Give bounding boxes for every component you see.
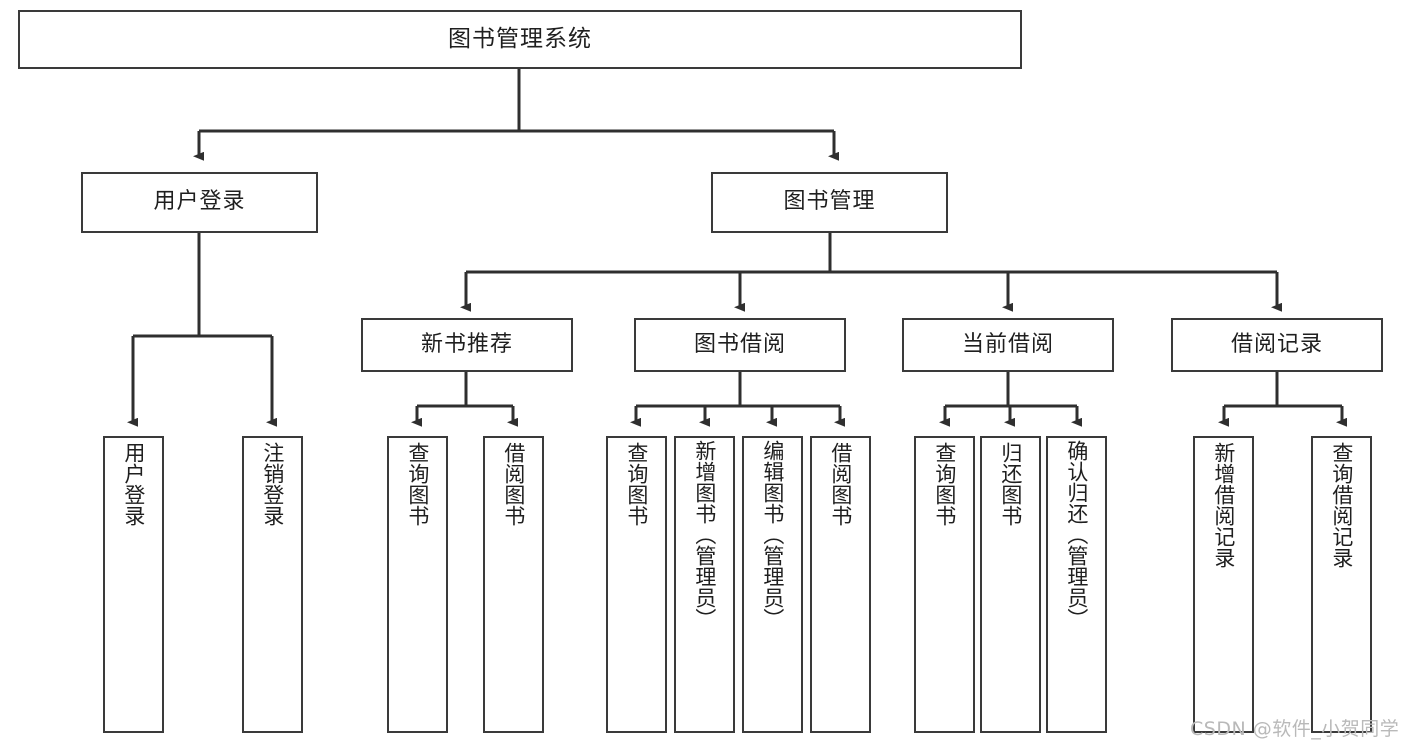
- csdn-watermark: CSDN @软件_小贺同学: [1190, 718, 1400, 740]
- node-new-book-recommend[interactable]: 新书推荐: [361, 318, 573, 372]
- node-label: 图书管理系统: [448, 26, 592, 53]
- node-label: 借阅图书: [828, 442, 853, 526]
- node-label: 确认归还（管理员）: [1064, 440, 1089, 629]
- leaf-current-borrow-3[interactable]: 确认归还（管理员）: [1046, 436, 1107, 733]
- node-user-login[interactable]: 用户登录: [81, 172, 318, 233]
- node-borrow-record[interactable]: 借阅记录: [1171, 318, 1383, 372]
- node-label: 新增借阅记录: [1211, 442, 1236, 568]
- leaf-new-book-recommend-2[interactable]: 借阅图书: [483, 436, 544, 733]
- leaf-borrow-record-1[interactable]: 新增借阅记录: [1193, 436, 1254, 733]
- node-book-management[interactable]: 图书管理: [711, 172, 948, 233]
- node-label: 查询图书: [624, 442, 649, 526]
- node-book-borrow[interactable]: 图书借阅: [634, 318, 846, 372]
- node-label: 归还图书: [998, 442, 1023, 526]
- leaf-book-borrow-1[interactable]: 查询图书: [606, 436, 667, 733]
- node-label: 查询图书: [932, 442, 957, 526]
- leaf-book-borrow-4[interactable]: 借阅图书: [810, 436, 871, 733]
- leaf-current-borrow-2[interactable]: 归还图书: [980, 436, 1041, 733]
- leaf-user-login-2[interactable]: 注销登录: [242, 436, 303, 733]
- node-label: 借阅记录: [1230, 331, 1323, 357]
- leaf-book-borrow-3[interactable]: 编辑图书（管理员）: [742, 436, 803, 733]
- node-label: 新书推荐: [420, 331, 513, 357]
- node-label: 注销登录: [260, 442, 285, 526]
- leaf-borrow-record-2[interactable]: 查询借阅记录: [1311, 436, 1372, 733]
- node-label: 图书借阅: [693, 331, 786, 357]
- node-label: 查询借阅记录: [1329, 442, 1354, 568]
- leaf-current-borrow-1[interactable]: 查询图书: [914, 436, 975, 733]
- node-label: 图书管理: [783, 189, 876, 215]
- leaf-new-book-recommend-1[interactable]: 查询图书: [387, 436, 448, 733]
- node-label: 编辑图书（管理员）: [760, 440, 785, 629]
- node-root-system[interactable]: 图书管理系统: [18, 10, 1022, 69]
- node-label: 用户登录: [153, 189, 246, 215]
- node-label: 借阅图书: [501, 442, 526, 526]
- node-current-borrow[interactable]: 当前借阅: [902, 318, 1114, 372]
- node-label: 用户登录: [121, 442, 146, 526]
- node-label: 新增图书（管理员）: [692, 440, 717, 629]
- leaf-user-login-1[interactable]: 用户登录: [103, 436, 164, 733]
- node-label: 当前借阅: [961, 331, 1054, 357]
- node-label: 查询图书: [405, 442, 430, 526]
- leaf-book-borrow-2[interactable]: 新增图书（管理员）: [674, 436, 735, 733]
